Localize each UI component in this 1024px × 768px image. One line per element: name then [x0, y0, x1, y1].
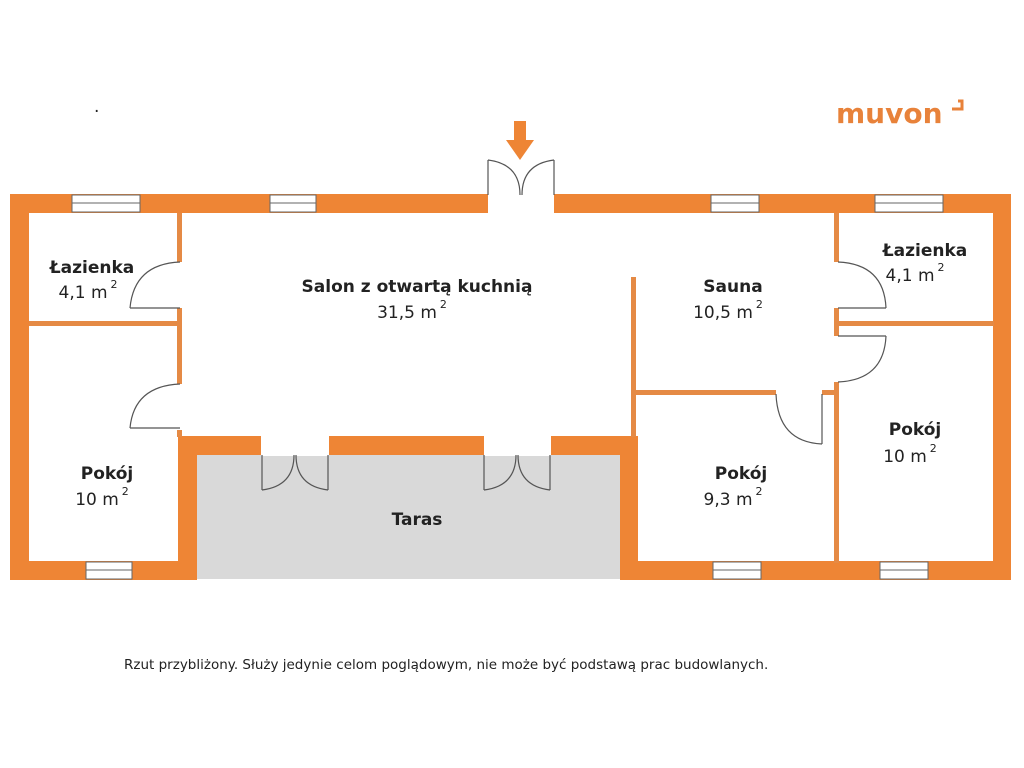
- room-name: Taras: [392, 510, 443, 530]
- room-name: Łazienka: [882, 241, 968, 261]
- bath-right-door-icon: [837, 261, 887, 309]
- unit-superscript: 2: [938, 261, 945, 274]
- room-area: 10 m: [883, 447, 927, 467]
- room-area: 31,5 m: [377, 303, 437, 323]
- room-name: Łazienka: [49, 258, 135, 278]
- svg-text:4,1 m2: 4,1 m2: [886, 261, 945, 286]
- stray-mark: .: [94, 97, 99, 117]
- room-area: 4,1 m: [59, 283, 108, 303]
- door-openings: [176, 193, 840, 456]
- logo-text-main: muv: [836, 97, 903, 130]
- logo-arrow-icon: [952, 99, 964, 111]
- svg-text:10,5 m2: 10,5 m2: [693, 298, 763, 323]
- svg-text:9,3 m2: 9,3 m2: [704, 485, 763, 510]
- room-name: Pokój: [715, 464, 768, 484]
- room-mid-door-icon: [775, 393, 823, 445]
- svg-text:4,1 m2: 4,1 m2: [59, 278, 118, 303]
- terrace-area: [196, 455, 620, 579]
- door-swings: [129, 159, 887, 491]
- entrance-arrow-icon: [506, 121, 534, 160]
- svg-text:31,5 m2: 31,5 m2: [377, 298, 447, 323]
- logo-text-accent: on: [903, 97, 942, 130]
- room-name: Sauna: [703, 277, 762, 297]
- terrace-door-right-icon: [483, 454, 551, 491]
- unit-superscript: 2: [122, 485, 129, 498]
- room-name: Pokój: [81, 464, 134, 484]
- room-area: 10,5 m: [693, 303, 753, 323]
- muvon-logo: muvon: [836, 97, 964, 130]
- windows: [71, 194, 944, 580]
- unit-superscript: 2: [440, 298, 447, 311]
- disclaimer-text: Rzut przybliżony. Służy jedynie celom po…: [124, 657, 768, 673]
- svg-text:10 m2: 10 m2: [883, 442, 937, 467]
- svg-text:10 m2: 10 m2: [75, 485, 129, 510]
- room-name: Salon z otwartą kuchnią: [302, 277, 533, 297]
- svg-text:muvon: muvon: [836, 97, 943, 130]
- interior-walls: [29, 213, 994, 563]
- room-area: 4,1 m: [886, 266, 935, 286]
- unit-superscript: 2: [111, 278, 118, 291]
- bath-left-door-icon: [129, 261, 181, 309]
- room-area: 10 m: [75, 490, 119, 510]
- unit-superscript: 2: [756, 298, 763, 311]
- room-area: 9,3 m: [704, 490, 753, 510]
- room-terrace: Taras: [392, 510, 443, 530]
- terrace-door-left-icon: [261, 454, 329, 491]
- unit-superscript: 2: [756, 485, 763, 498]
- room-right-door-icon: [837, 335, 887, 383]
- room-name: Pokój: [889, 420, 942, 440]
- entrance-door-icon: [487, 159, 555, 196]
- room-left-door-icon: [129, 383, 181, 429]
- unit-superscript: 2: [930, 442, 937, 455]
